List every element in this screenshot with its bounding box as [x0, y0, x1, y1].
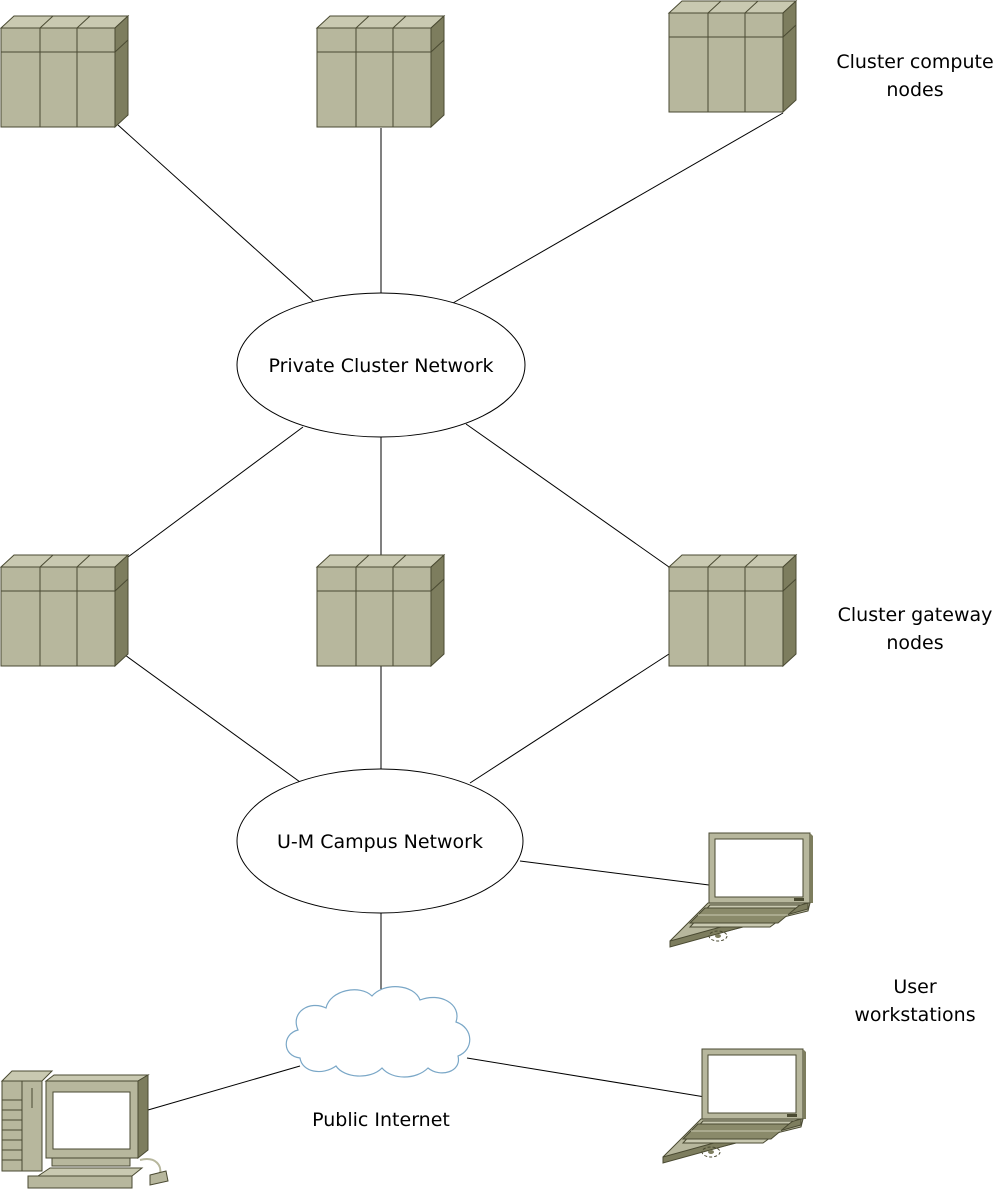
- public-internet-label: Public Internet: [312, 1109, 450, 1131]
- server-icon: [0, 15, 129, 128]
- link-campus-laptop: [519, 860, 710, 886]
- server-icon: [668, 554, 797, 667]
- link-gateway1-campus: [124, 654, 301, 783]
- gateway-nodes-label: Cluster gateway: [838, 604, 993, 626]
- compute-nodes-label: nodes: [886, 79, 943, 101]
- link-internet-desktop: [147, 1065, 301, 1111]
- compute-nodes-label: Cluster compute: [836, 51, 993, 73]
- server-icon: [316, 15, 445, 128]
- compute-nodes: [0, 0, 797, 128]
- private-cluster-network: Private Cluster Network: [236, 292, 526, 438]
- link-private-gateway3: [465, 423, 670, 568]
- laptop-icon: [669, 832, 814, 948]
- cloud-icon: [285, 986, 471, 1078]
- server-icon: [668, 0, 797, 113]
- server-icon: [316, 554, 445, 667]
- side-labels: Cluster compute nodes Cluster gateway no…: [836, 51, 993, 1026]
- gateway-nodes-label: nodes: [886, 632, 943, 654]
- link-private-gateway1: [127, 426, 304, 558]
- workstations-label: workstations: [854, 1004, 975, 1026]
- link-internet-laptop: [466, 1057, 706, 1098]
- desktop-computer-icon: [0, 1070, 169, 1189]
- link-compute1-private: [117, 124, 314, 302]
- workstations-label: User: [893, 976, 936, 998]
- campus-network: U-M Campus Network: [236, 768, 524, 914]
- link-gateway3-campus: [469, 653, 670, 784]
- gateway-nodes: [0, 554, 797, 667]
- laptop-icon: [662, 1048, 807, 1164]
- link-compute3-private: [452, 112, 784, 304]
- connection-lines: [117, 112, 784, 1111]
- private-network-label: Private Cluster Network: [268, 355, 493, 377]
- campus-network-label: U-M Campus Network: [277, 831, 483, 853]
- server-icon: [0, 554, 129, 667]
